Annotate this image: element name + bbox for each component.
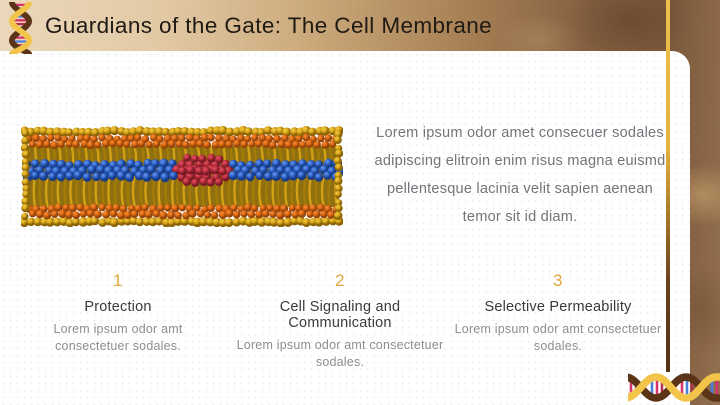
column-number: 1 (113, 271, 123, 290)
content-card (0, 51, 690, 405)
body-paragraph: Lorem ipsum odor amet consecuer sodales … (374, 125, 666, 225)
column-body: Lorem ipsum odor amt consectetuer sodale… (236, 338, 444, 369)
column-title: Protection (84, 299, 152, 315)
dna-helix-icon (8, 2, 33, 54)
vertical-accent-line (666, 0, 670, 372)
column-body: Lorem ipsum odor amt consectetuer sodale… (454, 322, 662, 353)
column-number: 3 (553, 271, 563, 290)
cell-membrane-bilayer-figure (21, 126, 343, 227)
dna-double-helix-horizontal-icon (628, 373, 720, 402)
column-number: 2 (335, 271, 345, 290)
page-title: Guardians of the Gate: The Cell Membrane (45, 13, 493, 38)
slide-header: Guardians of the Gate: The Cell Membrane (0, 0, 690, 54)
feature-column-protection: 1 Protection Lorem ipsum odor amt consec… (20, 271, 216, 354)
column-body: Lorem ipsum odor amt consectetuer sodale… (53, 322, 183, 353)
feature-column-signaling: 2 Cell Signaling and Communication Lorem… (228, 271, 452, 370)
column-title: Cell Signaling and Communication (279, 299, 401, 331)
column-title: Selective Permeability (484, 299, 632, 315)
feature-column-permeability: 3 Selective Permeability Lorem ipsum odo… (448, 271, 668, 354)
